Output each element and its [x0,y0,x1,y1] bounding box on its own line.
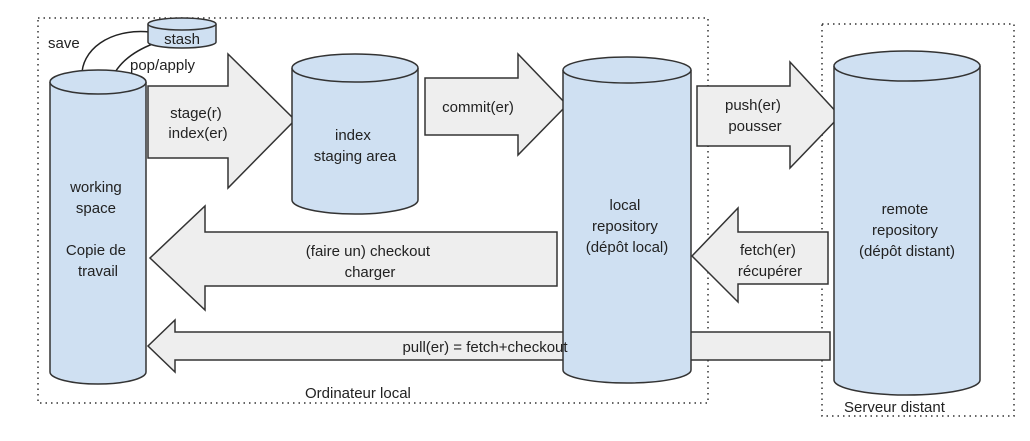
remote-repository-line3: (dépôt distant) [859,243,955,260]
push-arrow [696,60,842,170]
index-label-line1: index [335,127,371,144]
checkout-arrow [148,204,558,312]
local-repository-cylinder [562,56,692,384]
commit-label: commit(er) [442,99,514,116]
index-label-line2: staging area [314,148,397,165]
stash-cylinder [147,17,217,49]
local-repository-line2: repository [592,218,658,235]
pop-apply-label: pop/apply [130,57,196,74]
working-space-line5: travail [78,263,118,280]
fetch-label: fetch(er) récupérer [738,242,802,280]
checkout-label-line1: (faire un) checkout [306,243,431,260]
remote-repository-line2: repository [872,222,938,239]
stage-label-line2: index(er) [168,125,227,142]
fetch-arrow [690,206,829,304]
stash-label: stash [164,31,200,48]
working-space-line4: Copie de [66,242,126,259]
checkout-label: (faire un) checkout charger [306,243,434,281]
working-space-line1: working [69,179,122,196]
stage-label: stage(r) index(er) [168,105,227,142]
index-label: index staging area [314,127,397,165]
remote-repository-label: remote repository (dépôt distant) [859,201,955,260]
push-label-line1: push(er) [725,97,781,114]
remote-repository-line1: remote [882,201,929,218]
local-repository-label: local repository (dépôt local) [586,197,669,256]
save-label: save [48,35,80,52]
local-computer-label: Ordinateur local [305,385,411,402]
push-label-line2: pousser [728,118,781,135]
stage-arrow [147,52,297,190]
fetch-label-line1: fetch(er) [740,242,796,259]
fetch-label-line2: récupérer [738,263,802,280]
commit-arrow [424,52,569,157]
local-repository-line1: local [609,197,640,214]
stage-label-line1: stage(r) [170,105,222,122]
local-repository-line3: (dépôt local) [586,239,669,256]
save-curve [81,30,151,79]
index-cylinder [291,53,419,215]
working-space-line2: space [76,200,116,217]
push-label: push(er) pousser [725,97,785,135]
remote-server-label: Serveur distant [844,399,946,416]
pull-label: pull(er) = fetch+checkout [402,339,568,356]
working-space-cylinder [49,69,147,385]
remote-repository-cylinder [833,50,981,396]
checkout-label-line2: charger [345,264,396,281]
working-space-label: working space Copie de travail [66,179,130,280]
